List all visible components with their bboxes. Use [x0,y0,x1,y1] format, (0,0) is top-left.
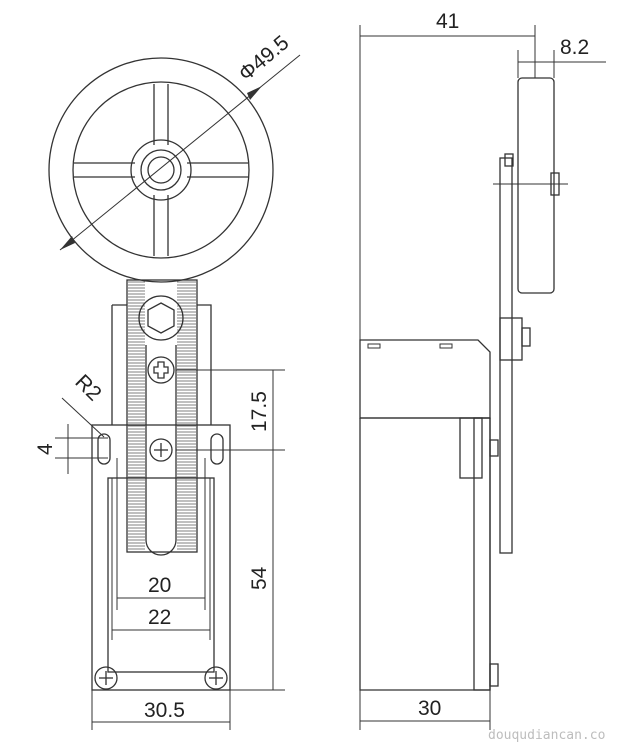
inner-width-label-22: 22 [148,606,171,629]
base-screw-right [204,666,228,690]
lever-plate-side [499,157,513,554]
body-depth-label: 30 [418,697,441,720]
cross-screw-lower [149,438,173,462]
switch-body [91,304,231,691]
slot-height-label: 4 [34,443,57,455]
overall-depth-label: 41 [436,10,459,33]
radius-label: R2 [70,370,105,405]
inner-width-label-20: 20 [148,574,171,597]
base-screw-left [94,666,118,690]
roller-wheel [48,54,301,283]
watermark: douqudiancan.co [488,728,605,743]
side-view: 41 8.2 30 [359,10,606,730]
wheel-diameter-label: Φ49.5 [234,31,293,86]
knurl-right [177,281,196,550]
wheel-side [517,77,555,294]
lever-arm [126,279,198,556]
knurl-left [128,281,145,550]
front-view: Φ49.5 R2 4 17.5 54 20 22 30.5 [34,31,301,730]
wheel-thickness-label: 8.2 [560,36,589,59]
screw-spacing-label: 17.5 [248,391,271,432]
front-dimensions [55,369,285,730]
body-height-label: 54 [248,566,271,590]
head-side [359,339,491,419]
cross-screw-upper [147,356,175,384]
base-width-label: 30.5 [144,699,185,722]
